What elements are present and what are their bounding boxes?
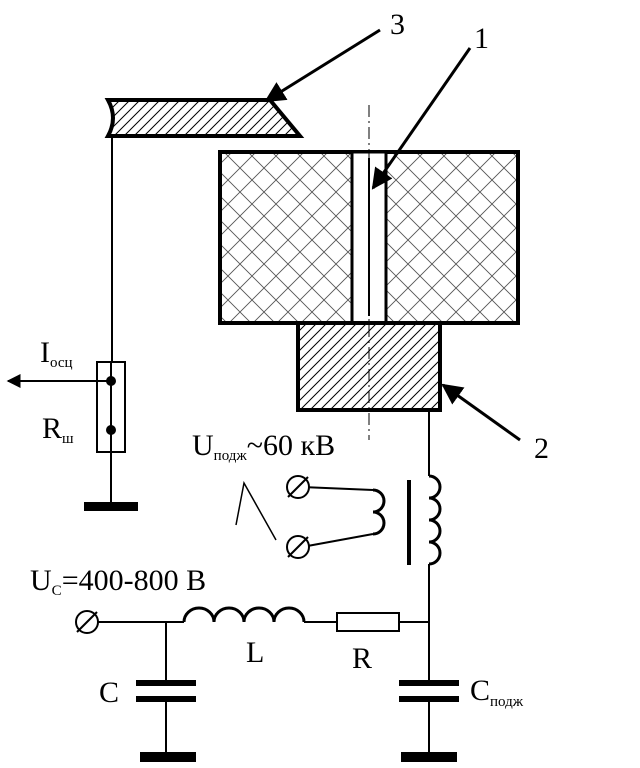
resistor xyxy=(336,612,400,632)
shunt-tap-bottom xyxy=(106,425,116,435)
ignition-capacitor-label: Cподж xyxy=(470,674,524,710)
top-electrode xyxy=(104,98,305,138)
primary-lead-bottom xyxy=(301,533,374,548)
ignition-capacitor-plate-bottom xyxy=(399,696,459,702)
insulator-left xyxy=(220,152,352,323)
pulse-waveform-icon xyxy=(235,480,277,541)
oscillograph-current-label: Iосц xyxy=(40,336,73,371)
supply-voltage-label: UС=400-800 В xyxy=(30,564,206,599)
resistor-label: R xyxy=(352,642,372,675)
ignition-terminal-top-slash xyxy=(287,476,309,498)
marker-arrow-3 xyxy=(264,28,381,103)
ground-capacitor xyxy=(140,752,196,762)
capacitor-plate-top xyxy=(136,680,196,686)
insulator-right xyxy=(386,152,518,323)
marker-label-1: 1 xyxy=(474,22,489,55)
ground-shunt xyxy=(84,502,138,511)
primary-lead-top xyxy=(301,486,374,491)
capacitor-label: C xyxy=(99,676,119,709)
ignition-terminal-bottom-slash xyxy=(287,536,309,558)
transformer-secondary-coil xyxy=(428,474,442,566)
ignition-voltage-label: Uподж~60 кВ xyxy=(192,429,335,464)
inductor-label: L xyxy=(246,636,264,669)
marker-arrow-2 xyxy=(441,383,521,442)
supply-terminal-slash xyxy=(76,611,98,633)
inductor xyxy=(182,606,306,623)
ground-ignition-capacitor xyxy=(401,752,457,762)
shunt-resistor-label: Rш xyxy=(42,412,74,447)
ignition-capacitor-plate-top xyxy=(399,680,459,686)
transformer-primary-coil xyxy=(372,488,386,536)
marker-label-2: 2 xyxy=(534,432,549,465)
marker-arrow-1 xyxy=(371,47,472,190)
capacitor-plate-bottom xyxy=(136,696,196,702)
marker-label-3: 3 xyxy=(390,8,405,41)
